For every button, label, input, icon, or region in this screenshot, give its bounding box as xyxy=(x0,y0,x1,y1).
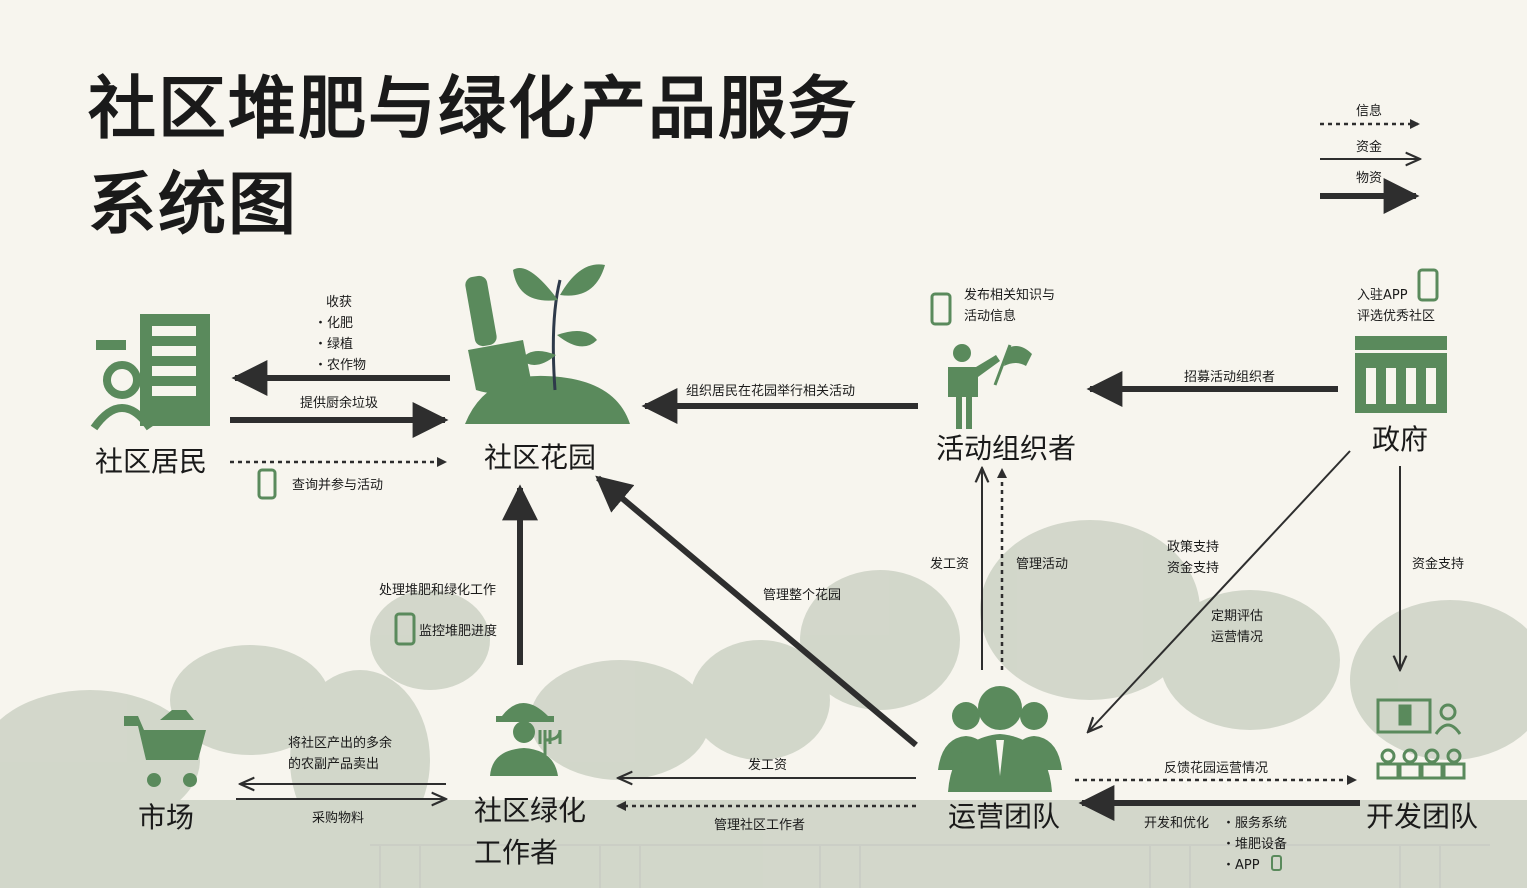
arrow-gov-ops xyxy=(1088,450,1351,732)
label-app-line2: 评选优秀社区 xyxy=(1357,309,1436,324)
node-government: 政府 xyxy=(1372,423,1429,456)
label-publish-line1: 发布相关知识与 xyxy=(964,288,1056,303)
phone-icon xyxy=(1417,268,1439,302)
phone-icon xyxy=(930,292,952,326)
label-harvest-item: ・化肥 xyxy=(314,316,354,331)
node-residents: 社区居民 xyxy=(95,445,208,478)
label-develop-item: ・APP xyxy=(1222,858,1260,873)
label-evaluate-line1: 定期评估 xyxy=(1211,609,1264,624)
node-garden: 社区花园 xyxy=(484,441,597,474)
legend-goods-label: 物资 xyxy=(1356,171,1383,186)
dev-team-icon xyxy=(1376,698,1466,780)
phone-icon xyxy=(257,468,277,500)
label-manage-activity: 管理活动 xyxy=(1016,557,1069,572)
label-develop-item: ・服务系统 xyxy=(1222,816,1288,831)
label-feedback: 反馈花园运营情况 xyxy=(1164,761,1269,776)
label-sell-line2: 的农副产品卖出 xyxy=(288,757,380,772)
arrow-ops-garden xyxy=(595,475,918,748)
label-monitor: 监控堆肥进度 xyxy=(419,624,498,639)
team-icon xyxy=(938,686,1062,792)
background-fence xyxy=(370,844,1490,888)
label-evaluate-line2: 运营情况 xyxy=(1211,630,1264,645)
label-sell-line1: 将社区产出的多余 xyxy=(288,736,393,751)
node-ops: 运营团队 xyxy=(948,800,1061,833)
page-subtitle: 系统图 xyxy=(88,166,299,245)
label-funding: 资金支持 xyxy=(1412,557,1465,572)
label-policy-line2: 资金支持 xyxy=(1167,561,1220,576)
label-publish-line2: 活动信息 xyxy=(964,309,1017,324)
plant-icon xyxy=(465,264,630,424)
label-query-join: 查询并参与活动 xyxy=(292,478,384,493)
label-harvest: 收获 xyxy=(326,295,353,310)
legend-money-label: 资金 xyxy=(1356,140,1383,155)
node-organizer: 活动组织者 xyxy=(936,432,1077,465)
label-manage-workers: 管理社区工作者 xyxy=(714,818,806,833)
label-app-line1: 入驻APP xyxy=(1357,288,1408,303)
phone-icon xyxy=(1271,855,1282,871)
node-dev: 开发团队 xyxy=(1366,800,1479,833)
label-policy-line1: 政策支持 xyxy=(1167,540,1220,555)
label-pay-organizer: 发工资 xyxy=(930,557,970,572)
label-kitchen-waste: 提供厨余垃圾 xyxy=(300,396,379,411)
label-manage-garden: 管理整个花园 xyxy=(763,588,842,603)
government-icon xyxy=(1355,336,1447,413)
page-title: 社区堆肥与绿化产品服务 xyxy=(88,70,859,149)
label-process: 处理堆肥和绿化工作 xyxy=(379,583,497,598)
node-greener-line1: 社区绿化 xyxy=(474,794,587,827)
label-develop-item: ・堆肥设备 xyxy=(1222,837,1288,852)
label-harvest-item: ・绿植 xyxy=(314,337,354,352)
cart-icon xyxy=(124,710,206,787)
label-develop: 开发和优化 xyxy=(1144,816,1210,831)
person-flag-icon xyxy=(948,344,1032,429)
phone-icon xyxy=(394,612,416,646)
farmer-icon xyxy=(490,703,562,776)
building-icon xyxy=(90,314,210,431)
label-recruit: 招募活动组织者 xyxy=(1184,370,1276,385)
label-purchase: 采购物料 xyxy=(312,811,365,826)
label-pay-greener: 发工资 xyxy=(748,758,788,773)
node-greener-line2: 工作者 xyxy=(474,836,559,869)
label-organize: 组织居民在花园举行相关活动 xyxy=(686,384,856,399)
node-market: 市场 xyxy=(138,801,195,834)
label-harvest-item: ・农作物 xyxy=(314,358,367,373)
legend-info-label: 信息 xyxy=(1356,104,1383,119)
